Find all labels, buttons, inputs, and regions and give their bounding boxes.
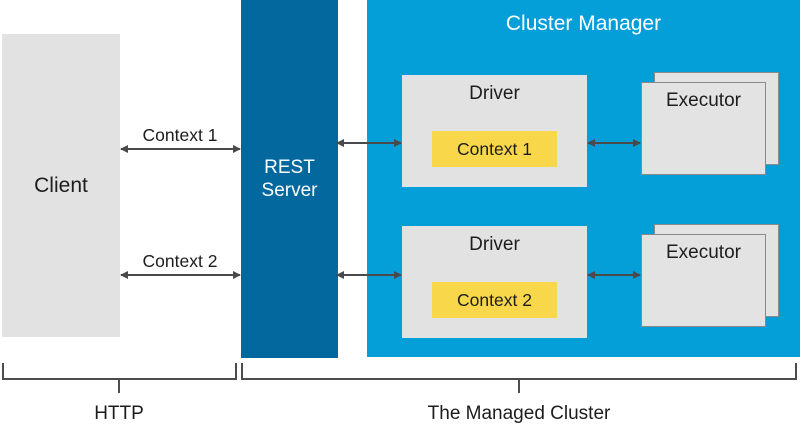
arrowhead-left-icon [120,270,128,279]
http-label: HTTP [94,403,144,424]
arrowhead-left-icon [587,270,595,279]
driver-label-1: Driver [469,83,520,104]
arrowhead-right-icon [233,270,241,279]
managed-cluster-label: The Managed Cluster [427,403,611,424]
brace-center-tick [518,380,520,393]
brace-end-tick-right [795,363,797,380]
arrowhead-right-icon [233,144,241,153]
arrowhead-left-icon [336,138,344,147]
rest-server-label: REST Server [262,156,318,202]
brace-center-tick [118,380,120,393]
driver-label-2: Driver [469,234,520,255]
driver-executor-arrow-2 [587,270,641,279]
client-rest-arrow-1 [120,144,241,153]
brace-line [2,378,237,380]
driver-executor-arrow-1 [587,138,641,147]
arrowhead-left-icon [587,138,595,147]
rest-server-label-line1: REST [264,156,315,178]
arrowhead-left-icon [120,144,128,153]
context-box-2: Context 2 [432,282,557,318]
rest-server-label-line2: Server [261,180,318,201]
executor-front-card-2: Executor [641,234,766,327]
executor-label-2: Executor [666,242,741,263]
cluster-manager-title: Cluster Manager [505,12,662,35]
arrowhead-right-icon [633,270,641,279]
rest-server-box: REST Server [241,0,338,358]
arrowhead-right-icon [394,138,402,147]
brace-end-tick-right [235,363,237,380]
context-connection-label-2: Context 2 [142,251,218,271]
executor-front-card-1: Executor [641,82,766,175]
brace-end-tick-left [241,363,243,380]
driver-box-2: Driver Context 2 [402,226,587,338]
executor-label-1: Executor [666,90,741,111]
client-label: Client [34,173,88,197]
arrowhead-right-icon [394,270,402,279]
arrowhead-right-icon [633,138,641,147]
arrowhead-left-icon [336,270,344,279]
context-connection-label-1: Context 1 [142,125,218,145]
brace-end-tick-left [2,363,4,380]
driver-box-1: Driver Context 1 [402,75,587,187]
context-label-2: Context 2 [457,289,532,310]
rest-driver-arrow-1 [336,138,402,147]
client-box: Client [2,34,120,337]
context-box-1: Context 1 [432,131,557,167]
brace-line [241,378,797,380]
rest-driver-arrow-2 [336,270,402,279]
context-label-1: Context 1 [457,138,532,159]
client-rest-arrow-2 [120,270,241,279]
